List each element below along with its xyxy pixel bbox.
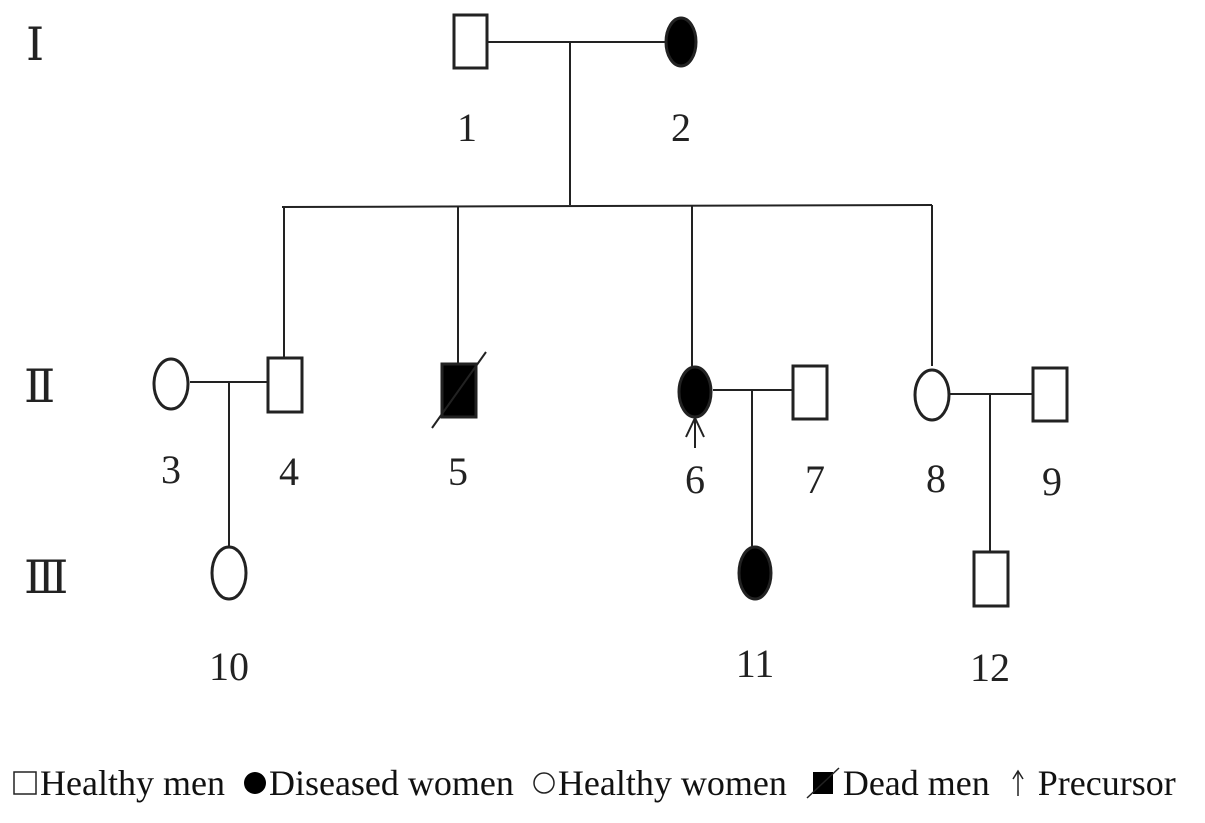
generation-label-1: Ⅰ	[26, 19, 45, 70]
individual-number-5: 5	[448, 449, 468, 494]
legend-label-healthy-men: Healthy men	[40, 763, 225, 803]
generation-label-3: Ⅲ	[24, 552, 69, 603]
deceased-slash-5	[431, 351, 487, 429]
filled-circle-icon	[243, 772, 266, 794]
individual-4-healthy-male	[266, 356, 304, 414]
individual-10-healthy-female	[210, 545, 248, 601]
individual-number-8: 8	[926, 456, 946, 501]
open-square-icon	[13, 771, 37, 795]
individual-1-healthy-male	[452, 13, 489, 70]
individual-number-3: 3	[161, 447, 181, 492]
individual-9-healthy-male	[1031, 366, 1069, 423]
individual-number-10: 10	[209, 644, 249, 689]
individual-8-healthy-female	[913, 368, 951, 422]
individual-number-12: 12	[970, 645, 1010, 690]
generation-label-2: Ⅱ	[24, 361, 56, 412]
sibship-line	[281, 204, 933, 208]
individual-number-6: 6	[685, 457, 705, 502]
individual-number-4: 4	[279, 449, 299, 494]
dead-male-icon	[806, 767, 840, 799]
legend-item-diseased-women: Diseased women	[243, 762, 514, 804]
individual-number-7: 7	[805, 457, 825, 502]
individual-2-diseased-female	[664, 16, 698, 68]
legend-label-dead-men: Dead men	[842, 763, 990, 803]
individual-11-diseased-female	[737, 545, 773, 601]
legend-item-healthy-women: Healthy women	[532, 762, 787, 804]
open-circle-icon	[533, 772, 555, 794]
legend-label-diseased-women: Diseased women	[268, 763, 514, 803]
individual-3-healthy-female	[152, 357, 190, 411]
legend-item-precursor: Precursor	[1008, 762, 1176, 804]
individual-number-9: 9	[1042, 459, 1062, 504]
proband-arrow-icon	[685, 415, 705, 448]
individual-7-healthy-male	[791, 364, 829, 421]
legend-item-dead-men: Dead men	[805, 762, 990, 804]
individual-number-11: 11	[735, 641, 775, 686]
arrow-up-icon	[1012, 769, 1024, 796]
individual-12-healthy-male	[972, 550, 1010, 608]
legend-label-precursor: Precursor	[1037, 763, 1176, 803]
legend-label-healthy-women: Healthy women	[557, 763, 787, 803]
legend-item-healthy-men: Healthy men	[12, 762, 225, 804]
legend: Healthy men Diseased women Healthy women…	[12, 762, 1176, 804]
individual-6-diseased-female	[677, 365, 713, 419]
individual-number-1: 1	[457, 105, 477, 150]
individual-number-2: 2	[671, 105, 691, 150]
